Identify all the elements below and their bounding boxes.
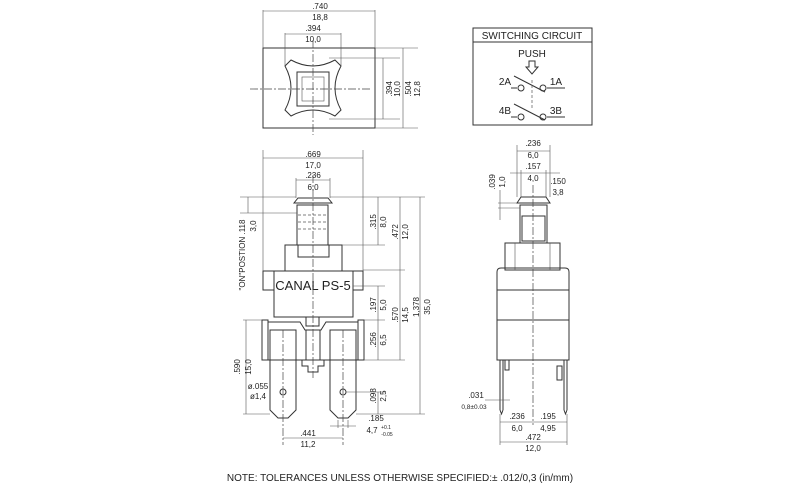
dim-on-position-in: "ON"POSTION .118 bbox=[238, 219, 247, 290]
dim-15: 15,0 bbox=[244, 359, 253, 375]
dim-tol-plus: +0.1 bbox=[381, 425, 391, 431]
dim-bottom-236: .236 bbox=[509, 412, 525, 421]
dim-236: .236 bbox=[525, 139, 541, 148]
dim-14-5: 14,5 bbox=[401, 307, 410, 323]
dim-570: .570 bbox=[391, 307, 400, 323]
circuit-push-label: PUSH bbox=[518, 49, 546, 60]
dim-inner-h-mm: 10,0 bbox=[393, 81, 402, 97]
product-label: CANAL PS-5 bbox=[275, 278, 350, 293]
dim-bottom-12: 12,0 bbox=[525, 444, 541, 453]
dim-12: 12,0 bbox=[401, 224, 410, 240]
dim-098: .098 bbox=[369, 388, 378, 404]
dim-6-5: 6,5 bbox=[379, 334, 388, 346]
front-view: CANAL PS-5 bbox=[233, 150, 432, 449]
dim-width-in: .740 bbox=[312, 2, 328, 11]
dim-width-mm: 18,8 bbox=[312, 13, 328, 22]
dim-outer-h-mm: 12,8 bbox=[413, 81, 422, 97]
dim-tol-minus: -0.05 bbox=[381, 432, 393, 438]
terminal-4b: 4B bbox=[499, 106, 512, 117]
push-arrow-icon bbox=[524, 60, 540, 75]
dim-039: .039 bbox=[488, 174, 497, 190]
dim-inner-h-in: .394 bbox=[385, 81, 394, 97]
dim-width-mm: 17,0 bbox=[305, 161, 321, 170]
dim-185: .185 bbox=[368, 414, 384, 423]
dim-bottom-4-95: 4,95 bbox=[540, 424, 556, 433]
dim-472: .472 bbox=[391, 224, 400, 240]
dim-8: 8,0 bbox=[379, 216, 388, 228]
dim-bottom-195: .195 bbox=[540, 412, 556, 421]
dim-on-position-mm: 3,0 bbox=[249, 220, 258, 232]
dim-031: .031 bbox=[468, 391, 484, 400]
top-view: .740 18,8 .394 10,0 .394 10,0 .504 12,8 bbox=[250, 2, 422, 135]
dim-button-in: .394 bbox=[305, 24, 321, 33]
dim-157: .157 bbox=[525, 162, 541, 171]
switching-circuit: SWITCHING CIRCUIT PUSH 2A 1A 4B 3B bbox=[472, 27, 593, 126]
dim-3-8: 3,8 bbox=[552, 188, 564, 197]
dim-width-in: .669 bbox=[305, 150, 321, 159]
dim-441: .441 bbox=[300, 429, 316, 438]
dim-4: 4,0 bbox=[527, 174, 539, 183]
terminal-3b: 3B bbox=[550, 106, 563, 117]
circuit-title: SWITCHING CIRCUIT bbox=[482, 31, 583, 42]
dim-hole-mm: ø1,4 bbox=[250, 392, 267, 401]
dim-4-7: 4,7 bbox=[366, 426, 378, 435]
dim-11-2: 11,2 bbox=[301, 440, 317, 449]
side-view: .236 6,0 .157 4,0 .150 3,8 .039 1,0 .031… bbox=[461, 139, 570, 453]
dim-35: 35,0 bbox=[423, 299, 432, 315]
dim-256: .256 bbox=[369, 332, 378, 348]
dim-1378: 1,378 bbox=[412, 296, 421, 317]
dim-cap-mm: 6,0 bbox=[307, 183, 319, 192]
tolerance-note: NOTE: TOLERANCES UNLESS OTHERWISE SPECIF… bbox=[227, 473, 573, 484]
dim-2-5: 2,5 bbox=[379, 390, 388, 402]
dim-590: .590 bbox=[233, 359, 242, 375]
dim-1: 1,0 bbox=[498, 176, 507, 188]
dim-6: 6,0 bbox=[527, 151, 539, 160]
dim-197: .197 bbox=[369, 297, 378, 313]
dim-hole-in: ø.055 bbox=[248, 382, 269, 391]
dim-button-mm: 10,0 bbox=[305, 35, 321, 44]
dim-150: .150 bbox=[550, 177, 566, 186]
dim-0-8: 0,8±0.03 bbox=[461, 404, 487, 411]
dim-outer-h-in: .504 bbox=[404, 81, 413, 97]
dim-5: 5,0 bbox=[379, 299, 388, 311]
terminal-2a: 2A bbox=[499, 77, 512, 88]
dim-cap-in: .236 bbox=[305, 171, 321, 180]
terminal-1a: 1A bbox=[550, 77, 563, 88]
dim-315: .315 bbox=[369, 214, 378, 230]
dim-bottom-472: .472 bbox=[525, 433, 541, 442]
dim-bottom-6: 6,0 bbox=[511, 424, 523, 433]
